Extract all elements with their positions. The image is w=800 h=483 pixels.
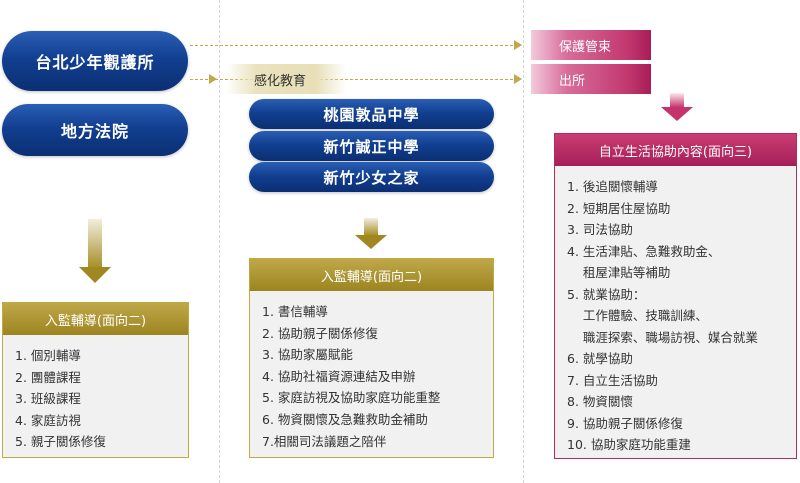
- list-item: 9. 協助親子關係修復: [567, 415, 683, 431]
- down-arrow-col3: [661, 93, 693, 121]
- list-item: 10. 協助家庭功能重建: [567, 437, 691, 452]
- list-item: 3. 協助家屬賦能: [262, 347, 353, 363]
- list-item: 2. 團體課程: [15, 369, 81, 385]
- list-item: 6. 物資關懷及急難救助金補助: [262, 411, 428, 427]
- down-arrow-col1: [79, 219, 111, 283]
- list-item: 2. 短期居住屋協助: [567, 200, 671, 216]
- down-arrow-col2: [355, 218, 387, 249]
- list-item: 4. 生活津貼、急難救助金、: [567, 243, 721, 259]
- list-item: 1. 後追關懷輔導: [567, 179, 658, 194]
- flow-arrowhead-mid: [209, 74, 217, 84]
- list-item: 5. 親子關係修復: [15, 434, 106, 450]
- list-item: 租屋津貼等補助: [567, 265, 671, 280]
- panel-col3-independent-living: 自立生活協助內容(面向三) 1. 後追關懷輔導 2. 短期居住屋協助 3. 司法…: [554, 133, 797, 459]
- panel-col3-list: 1. 後追關懷輔導 2. 短期居住屋協助 3. 司法協助 4. 生活津貼、急難救…: [555, 166, 796, 456]
- panel-col3-title: 自立生活協助內容(面向三): [555, 134, 796, 166]
- panel-col1-list: 1. 個別輔導 2. 團體課程 3. 班級課程 4. 家庭訪視 5. 親子關係修…: [3, 335, 188, 453]
- list-item: 8. 物資關懷: [567, 394, 633, 409]
- pill-district-court: 地方法院: [2, 104, 188, 156]
- column-divider-1: [219, 0, 220, 483]
- list-item: 4. 家庭訪視: [15, 412, 81, 428]
- tag-probation: 保護管束: [531, 30, 651, 60]
- panel-col1-prison-counseling: 入監輔導(面向二) 1. 個別輔導 2. 團體課程 3. 班級課程 4. 家庭訪…: [2, 302, 189, 458]
- list-item: 5. 就業協助：: [567, 286, 646, 302]
- pill-hsinchu-girls-home: 新竹少女之家: [249, 162, 494, 192]
- flow-arrow-line-top: [190, 45, 518, 46]
- pill-taoyuan-school: 桃園敦品中學: [249, 99, 494, 129]
- list-item: 職涯探索、職場訪視、媒合就業: [567, 329, 758, 345]
- flow-arrowhead-top: [514, 40, 522, 50]
- list-item: 5. 家庭訪視及協助家庭功能重整: [262, 390, 441, 406]
- list-item: 1. 個別輔導: [15, 348, 81, 363]
- panel-col2-list: 1. 書信輔導 2. 協助親子關係修復 3. 協助家屬賦能 4. 協助社福資源連…: [250, 291, 493, 452]
- pill-hsinchu-chengzheng-school: 新竹誠正中學: [249, 131, 494, 161]
- list-item: 2. 協助親子關係修復: [262, 325, 378, 341]
- panel-col2-prison-counseling: 入監輔導(面向二) 1. 書信輔導 2. 協助親子關係修復 3. 協助家屬賦能 …: [249, 258, 494, 458]
- tag-reform-education: 感化教育: [226, 64, 346, 94]
- panel-col1-title: 入監輔導(面向二): [3, 303, 188, 335]
- list-item: 7. 自立生活協助: [567, 372, 658, 388]
- tag-release: 出所: [531, 64, 651, 94]
- flow-arrowhead-bottom: [514, 74, 522, 84]
- column-divider-2: [523, 0, 524, 483]
- flow-arrow-line-bottom: [190, 79, 518, 80]
- list-item: 工作體驗、技職訓練、: [567, 308, 708, 323]
- pill-taipei-juvenile-detention: 台北少年觀護所: [2, 31, 188, 91]
- list-item: 7.相關司法議題之陪伴: [262, 433, 387, 449]
- list-item: 4. 協助社福資源連結及申辦: [262, 368, 416, 384]
- panel-col2-title: 入監輔導(面向二): [250, 259, 493, 291]
- list-item: 3. 班級課程: [15, 391, 81, 407]
- list-item: 3. 司法協助: [567, 222, 633, 237]
- list-item: 1. 書信輔導: [262, 304, 328, 319]
- list-item: 6. 就學協助: [567, 351, 633, 366]
